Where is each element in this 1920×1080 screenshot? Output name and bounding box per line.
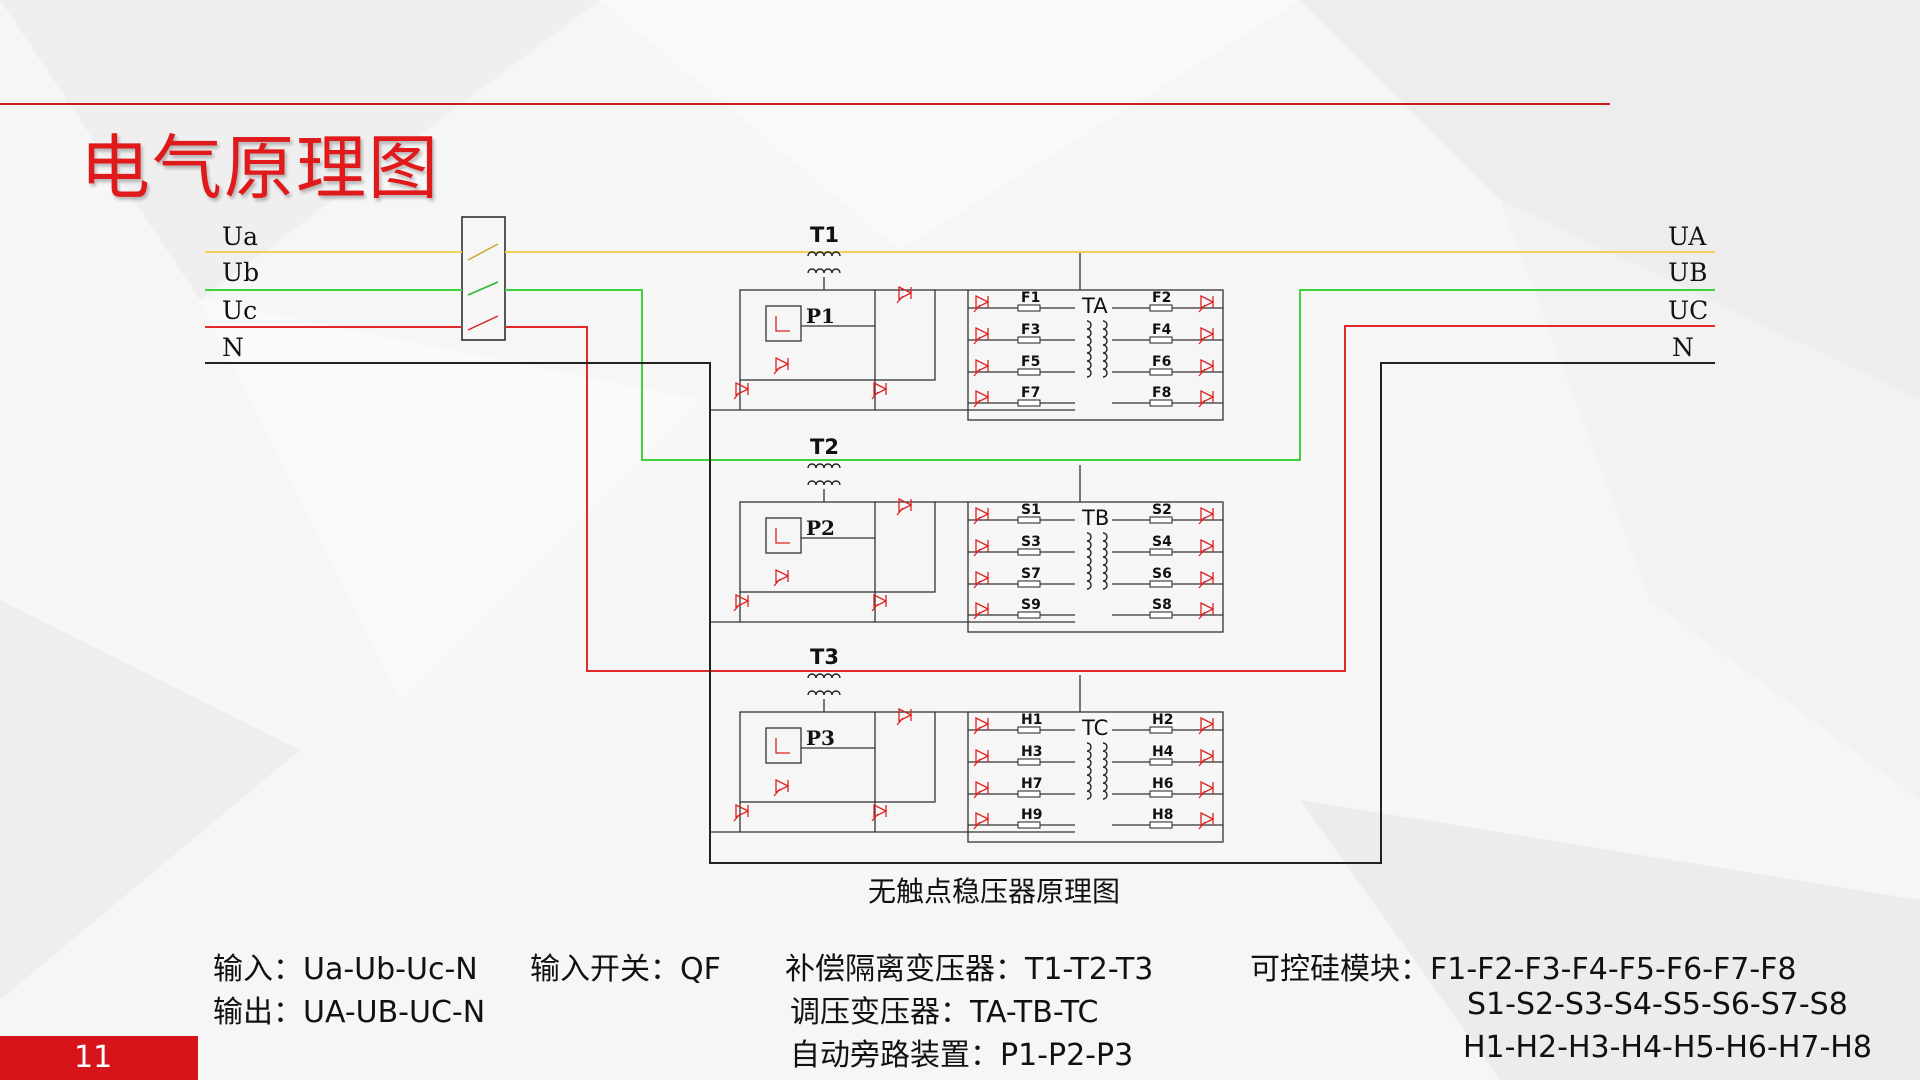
module-label: F7 <box>1021 385 1040 401</box>
module-label: F2 <box>1152 290 1171 306</box>
transformer-label: T1 <box>810 223 839 247</box>
transformer-label: T2 <box>810 435 839 459</box>
module-label: H6 <box>1152 776 1173 792</box>
module-label: H7 <box>1021 776 1042 792</box>
module-label: S8 <box>1152 597 1172 613</box>
page-number-box <box>0 1036 198 1080</box>
module-label: S1 <box>1021 502 1041 518</box>
legend-thyristor-s: S1-S2-S3-S4-S5-S6-S7-S8 <box>1467 987 1848 1022</box>
module-label: S4 <box>1152 534 1172 550</box>
input-label-b: Ub <box>222 258 259 287</box>
page-number: 11 <box>74 1040 113 1075</box>
output-label-c: UC <box>1668 296 1708 325</box>
legend-bypass: 自动旁路装置：P1-P2-P3 <box>790 1038 1134 1073</box>
output-label-a: UA <box>1668 222 1707 251</box>
module-label: F4 <box>1152 322 1172 338</box>
phase-b-line <box>205 289 1715 461</box>
module-label: H2 <box>1152 712 1173 728</box>
module-label: F1 <box>1021 290 1040 306</box>
input-label-c: Uc <box>222 296 257 325</box>
legend-thyristor-h: H1-H2-H3-H4-H5-H6-H7-H8 <box>1463 1030 1872 1065</box>
module-label: S3 <box>1021 534 1041 550</box>
neutral-line <box>205 362 1715 864</box>
transformer-label: T3 <box>810 645 839 669</box>
module-label: H4 <box>1152 744 1174 760</box>
module-label: H1 <box>1021 712 1042 728</box>
top-rule <box>0 103 1610 105</box>
legend-input: 输入：Ua-Ub-Uc-N <box>213 952 478 987</box>
module-label: S9 <box>1021 597 1041 613</box>
output-label-b: UB <box>1668 258 1707 287</box>
input-label-n: N <box>222 333 244 362</box>
module-label: H9 <box>1021 807 1042 823</box>
input-switch <box>461 216 506 341</box>
module-label: F5 <box>1021 354 1040 370</box>
module-label: H8 <box>1152 807 1173 823</box>
legend-output: 输出：UA-UB-UC-N <box>213 995 486 1030</box>
output-label-n: N <box>1672 333 1694 362</box>
legend-input-switch: 输入开关：QF <box>530 952 721 987</box>
module-label: S6 <box>1152 566 1172 582</box>
regulator-label: TB <box>1081 506 1109 530</box>
bypass-label: P3 <box>806 726 835 750</box>
bypass-label: P2 <box>806 516 835 540</box>
module-label: H3 <box>1021 744 1042 760</box>
phase-c-line <box>205 325 1715 672</box>
legend-reg-transformer: 调压变压器：TA-TB-TC <box>790 995 1099 1030</box>
page-title: 电气原理图 <box>80 127 440 209</box>
regulator-label: TA <box>1081 294 1108 318</box>
module-label: F3 <box>1021 322 1040 338</box>
input-label-a: Ua <box>222 222 258 251</box>
bypass-label: P1 <box>806 304 835 328</box>
module-label: F8 <box>1152 385 1171 401</box>
legend-thyristor: 可控硅模块：F1-F2-F3-F4-F5-F6-F7-F8 <box>1250 952 1797 987</box>
module-label: F6 <box>1152 354 1171 370</box>
regulator-label: TC <box>1081 716 1108 740</box>
module-label: S2 <box>1152 502 1172 518</box>
module-label: S7 <box>1021 566 1041 582</box>
legend-comp-transformer: 补偿隔离变压器：T1-T2-T3 <box>785 952 1154 987</box>
diagram-caption: 无触点稳压器原理图 <box>868 875 1121 908</box>
